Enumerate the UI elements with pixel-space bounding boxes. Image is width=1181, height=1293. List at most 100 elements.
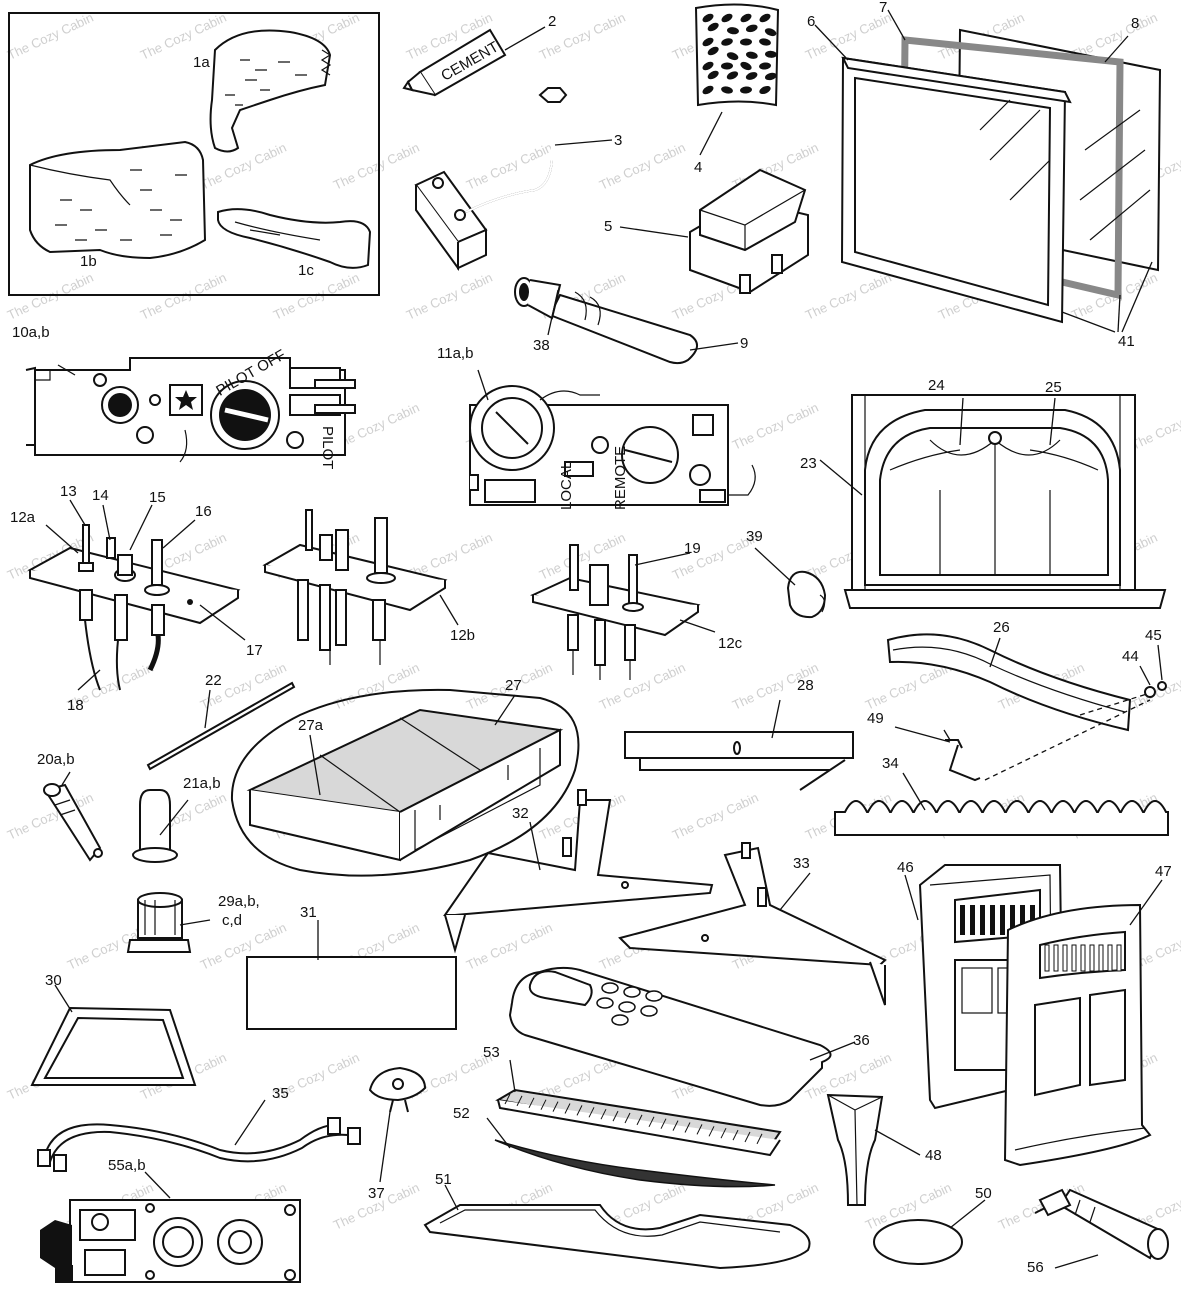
label-18: 18 <box>67 697 84 714</box>
millivolt-valve: LOCAL REMOTE <box>469 385 756 510</box>
label-33: 33 <box>793 855 810 872</box>
clip-37 <box>368 1066 427 1113</box>
valve-pilot-text: PILOT <box>319 426 336 469</box>
label-24: 24 <box>928 377 945 394</box>
burner-assembly <box>230 688 580 877</box>
label-50: 50 <box>975 1185 992 1202</box>
watermark-text: The Cozy Cabin <box>464 920 555 973</box>
label-29b: c,d <box>222 912 242 929</box>
label-9: 9 <box>740 335 748 352</box>
watermark-text: The Cozy Cabin <box>597 140 688 193</box>
label-6: 6 <box>807 13 815 30</box>
watermark-text: The Cozy Cabin <box>138 270 229 323</box>
valve-local-text: LOCAL <box>558 461 575 510</box>
ring-50 <box>873 1219 963 1265</box>
label-26: 26 <box>993 619 1010 636</box>
watermark-text: The Cozy Cabin <box>730 400 821 453</box>
label-30: 30 <box>45 972 62 989</box>
label-1c: 1c <box>298 262 314 279</box>
bracket-33 <box>618 842 887 1006</box>
wire-harness <box>37 1117 361 1172</box>
burner-pilot-12c <box>529 544 701 680</box>
orifice-29 <box>126 892 192 953</box>
watermark-text: The Cozy Cabin <box>404 270 495 323</box>
watermark-text: The Cozy Cabin <box>331 140 422 193</box>
label-51: 51 <box>435 1171 452 1188</box>
pilot-tube-assembly <box>414 87 568 272</box>
watermark-text: The Cozy Cabin <box>597 660 688 713</box>
rocker-switch <box>689 168 809 294</box>
watermark-text: The Cozy Cabin <box>670 790 761 843</box>
watermark-text: The Cozy Cabin <box>331 660 422 713</box>
part-labels: 1a 1b 1c 2 3 4 5 6 7 8 9 38 41 10a,b 11a… <box>10 0 1172 1276</box>
label-23: 23 <box>800 455 817 472</box>
watermark-text: The Cozy Cabin <box>1129 660 1181 713</box>
label-27a: 27a <box>298 717 324 734</box>
label-5: 5 <box>604 218 612 235</box>
bracket-28 <box>624 731 854 791</box>
label-17: 17 <box>246 642 263 659</box>
label-7: 7 <box>879 0 887 16</box>
gasket-30 <box>30 1006 197 1086</box>
valve-remote-text: REMOTE <box>612 446 629 510</box>
log-set <box>8 12 380 296</box>
label-25: 25 <box>1045 379 1062 396</box>
watermark-text: The Cozy Cabin <box>1129 400 1181 453</box>
label-15: 15 <box>149 489 166 506</box>
label-22: 22 <box>205 672 222 689</box>
label-48: 48 <box>925 1147 942 1164</box>
gas-valve-55 <box>40 1199 301 1283</box>
label-32: 32 <box>512 805 529 822</box>
fireplace-front <box>843 394 1167 609</box>
label-39: 39 <box>746 528 763 545</box>
label-3: 3 <box>614 132 622 149</box>
label-10ab: 10a,b <box>12 324 50 341</box>
mesh-52 <box>494 1139 776 1188</box>
watermark-text: The Cozy Cabin <box>464 140 555 193</box>
label-21ab: 21a,b <box>183 775 221 792</box>
leg-48 <box>826 1093 884 1206</box>
watermark-text: The Cozy Cabin <box>803 270 894 323</box>
label-38: 38 <box>533 337 550 354</box>
label-31: 31 <box>300 904 317 921</box>
label-46: 46 <box>897 859 914 876</box>
label-47: 47 <box>1155 863 1172 880</box>
label-49: 49 <box>867 710 884 727</box>
label-52: 52 <box>453 1105 470 1122</box>
label-20ab: 20a,b <box>37 751 75 768</box>
label-37: 37 <box>368 1185 385 1202</box>
leader-lines <box>45 9 1163 1269</box>
watermark-text: The Cozy Cabin <box>537 530 628 583</box>
label-11ab: 11a,b <box>437 345 473 362</box>
watermark-text: The Cozy Cabin <box>271 270 362 323</box>
watermark-text: The Cozy Cabin <box>5 270 96 323</box>
label-36: 36 <box>853 1032 870 1049</box>
label-14: 14 <box>92 487 109 504</box>
gas-valve-plate: PILOT OFF PILOT <box>25 346 356 469</box>
control-knob <box>786 570 827 619</box>
label-16: 16 <box>195 503 212 520</box>
grate-53 <box>495 1088 782 1157</box>
label-12c: 12c <box>718 635 743 652</box>
watermark-text: The Cozy Cabin <box>863 660 954 713</box>
tray-51 <box>423 1204 811 1270</box>
label-41: 41 <box>1118 333 1135 350</box>
label-13: 13 <box>60 483 77 500</box>
log-grate-rail <box>834 800 1169 836</box>
pilot-hood-21 <box>132 789 178 863</box>
rod <box>146 681 296 771</box>
label-12a: 12a <box>10 509 36 526</box>
label-56: 56 <box>1027 1259 1044 1276</box>
bracket-32 <box>443 789 714 954</box>
label-8: 8 <box>1131 15 1139 32</box>
label-53: 53 <box>483 1044 500 1061</box>
label-45: 45 <box>1145 627 1162 644</box>
label-44: 44 <box>1122 648 1139 665</box>
label-34: 34 <box>882 755 899 772</box>
thermocouple-20 <box>43 783 103 862</box>
watermark-text: The Cozy Cabin <box>198 140 289 193</box>
label-1b: 1b <box>80 253 97 270</box>
side-panel-47 <box>1003 903 1152 1167</box>
label-4: 4 <box>694 159 702 176</box>
label-12b: 12b <box>450 627 475 644</box>
